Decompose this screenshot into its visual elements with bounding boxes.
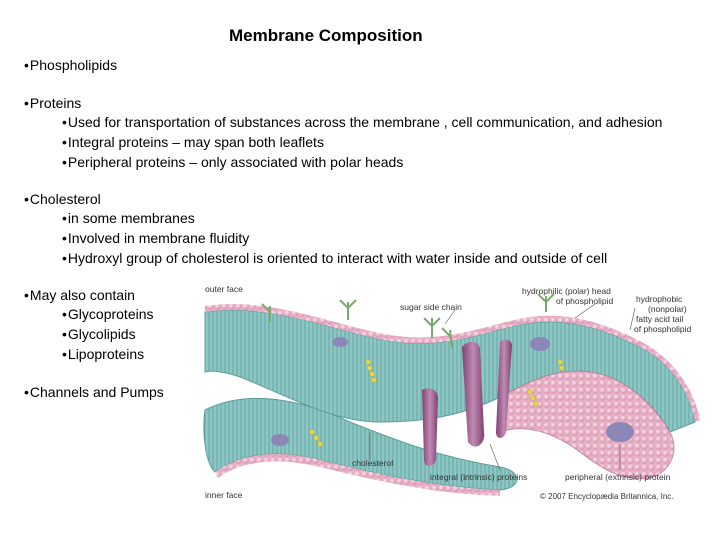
- label-hydrophobic: hydrophobic: [636, 294, 683, 304]
- sub-bullet-text: Used for transportation of substances ac…: [67, 114, 663, 130]
- bullet-mark: •: [62, 154, 67, 170]
- sub-bullet-text: in some membranes: [67, 210, 195, 226]
- sub-bullet: •in some membranes: [62, 210, 195, 226]
- label-cholesterol: cholesterol: [352, 458, 393, 468]
- integral-protein: [462, 341, 485, 447]
- copyright-notice: © 2007 Encyclopædia Britannica, Inc.: [540, 492, 674, 501]
- bullet-text: Cholesterol: [29, 191, 101, 207]
- sub-bullet-text: Glycoproteins: [67, 306, 154, 322]
- bullet-mark: •: [24, 95, 29, 111]
- sub-bullet-text: Lipoproteins: [67, 346, 145, 362]
- label-integral-proteins: integral (intrinsic) proteins: [430, 472, 527, 482]
- bullet-proteins: •Proteins: [24, 95, 81, 111]
- sub-bullet-text: Peripheral proteins – only associated wi…: [67, 154, 404, 170]
- bullet-text: Channels and Pumps: [29, 384, 164, 400]
- label-nonpolar: (nonpolar): [648, 304, 687, 314]
- bullet-phospholipids: •Phospholipids: [24, 57, 117, 73]
- label-leader-lines: [369, 303, 636, 471]
- sub-bullet: •Glycolipids: [62, 326, 136, 342]
- bullet-mark: •: [62, 250, 67, 266]
- bullet-cholesterol: •Cholesterol: [24, 191, 101, 207]
- sub-bullet-text: Involved in membrane fluidity: [67, 230, 250, 246]
- bullet-text: Phospholipids: [29, 57, 118, 73]
- bullet-mark: •: [62, 134, 67, 150]
- bullet-mark: •: [24, 191, 29, 207]
- label-peripheral-protein: peripheral (extrinsic) protein: [565, 472, 671, 482]
- label-outer-face: outer face: [205, 284, 243, 294]
- bullet-mark: •: [62, 326, 67, 342]
- peripheral-protein: [332, 337, 348, 347]
- sub-bullet-text: Glycolipids: [67, 326, 136, 342]
- sub-bullet: •Lipoproteins: [62, 346, 144, 362]
- cholesterol-chain: [309, 359, 565, 447]
- sub-bullet: •Involved in membrane fluidity: [62, 230, 249, 246]
- label-fatty-acid-tail: fatty acid tail: [636, 314, 683, 324]
- label-of-phospholipid: of phospholipid: [634, 324, 691, 334]
- integral-protein: [496, 339, 512, 438]
- bullet-mark: •: [62, 114, 67, 130]
- bullet-mark: •: [24, 57, 29, 73]
- sub-bullet: •Used for transportation of substances a…: [62, 114, 662, 130]
- bullet-may-also-contain: •May also contain: [24, 287, 135, 303]
- bullet-mark: •: [62, 346, 67, 362]
- bullet-mark: •: [62, 210, 67, 226]
- peripheral-protein: [271, 434, 289, 446]
- peripheral-protein: [606, 422, 634, 442]
- sugar-side-chain: [261, 293, 555, 349]
- membrane-illustration: outer face inner face sugar side chain h…: [203, 284, 700, 501]
- curved-membrane-lobe: [499, 370, 675, 480]
- membrane-figure: outer face inner face sugar side chain h…: [200, 282, 700, 504]
- bullet-channels-pumps: •Channels and Pumps: [24, 384, 164, 400]
- label-inner-face: inner face: [205, 490, 243, 500]
- bullet-text: Proteins: [29, 95, 82, 111]
- label-sugar-side-chain: sugar side chain: [400, 302, 462, 312]
- page-title: Membrane Composition: [229, 26, 423, 45]
- sub-bullet: •Glycoproteins: [62, 306, 154, 322]
- sub-bullet: •Peripheral proteins – only associated w…: [62, 154, 403, 170]
- bullet-text: May also contain: [29, 287, 135, 303]
- sub-bullet-text: Integral proteins – may span both leafle…: [67, 134, 324, 150]
- sub-bullet-text: Hydroxyl group of cholesterol is oriente…: [67, 250, 608, 266]
- bullet-mark: •: [62, 230, 67, 246]
- sub-bullet: •Hydroxyl group of cholesterol is orient…: [62, 250, 607, 266]
- bullet-mark: •: [62, 306, 67, 322]
- integral-protein: [422, 388, 438, 466]
- sub-bullet: •Integral proteins – may span both leafl…: [62, 134, 324, 150]
- lower-membrane-heads: [215, 453, 500, 496]
- peripheral-protein: [530, 337, 550, 351]
- label-hydrophilic-head: hydrophilic (polar) head: [522, 286, 611, 296]
- label-hydrophilic-head-2: of phospholipid: [556, 296, 613, 306]
- bullet-mark: •: [24, 384, 29, 400]
- bullet-mark: •: [24, 287, 29, 303]
